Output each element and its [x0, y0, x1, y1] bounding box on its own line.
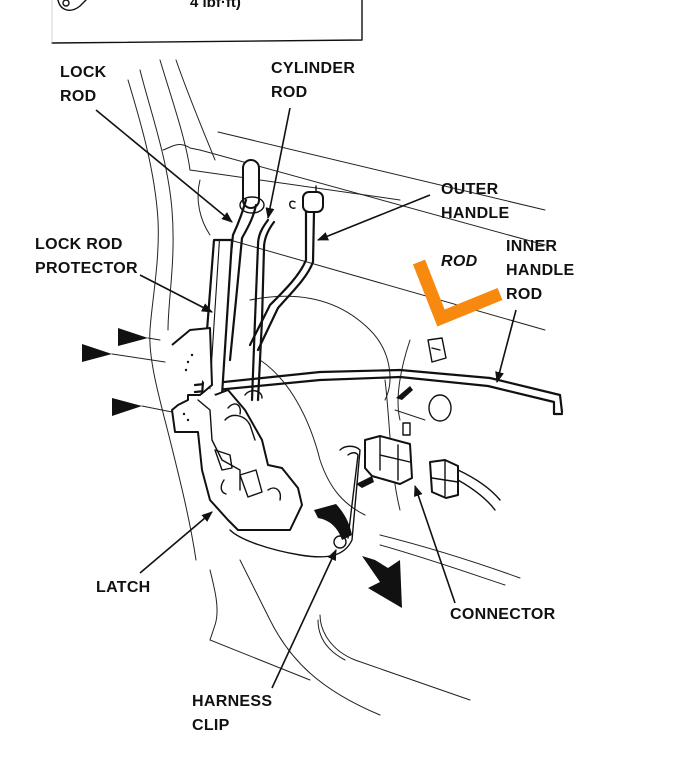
outer-handle-rod [248, 185, 324, 352]
small-arrow-icon [356, 476, 374, 488]
label-latch: LATCH [96, 579, 151, 596]
down-arrow-icon [362, 556, 402, 608]
label-lock-rod-protector: LOCK ROD PROTECTOR [35, 236, 138, 277]
lock-rod [218, 159, 265, 362]
leader-outer-handle-rod [316, 194, 431, 241]
wrench-icon [57, 0, 87, 11]
label-outer-handle-rod-top: OUTER HANDLE [441, 181, 510, 222]
label-inner-handle-rod: INNER HANDLE ROD [506, 238, 575, 303]
spec-box [51, 0, 363, 44]
mating-connector [429, 459, 501, 511]
label-lock-rod: LOCK ROD [60, 64, 107, 105]
leader-lock-rod [95, 109, 233, 223]
screw-pointers [82, 328, 173, 416]
torque-spec-text: 4 lbf·ft) [190, 0, 241, 11]
screw-pointer-icon [118, 328, 148, 346]
leader-connector [414, 484, 456, 604]
leader-lock-rod-protector [139, 274, 213, 313]
curved-arrow-icon [314, 504, 352, 540]
label-outer-handle-rod: OUTER HANDLE ROD [441, 154, 509, 274]
leader-lines [95, 107, 517, 689]
cylinder-rod [250, 218, 276, 402]
leader-cylinder-rod [265, 107, 291, 220]
leader-latch [139, 511, 213, 574]
connector-part [364, 435, 413, 485]
leader-inner-handle-rod [495, 309, 517, 384]
screw-pointer-icon [112, 398, 142, 416]
label-outer-handle-rod-bottom: ROD [441, 253, 478, 270]
highlight-check-mark [412, 259, 503, 327]
screw-pointer-icon [82, 344, 112, 362]
leader-harness-clip [271, 548, 337, 689]
small-arrow-icon [396, 386, 413, 400]
label-cylinder-rod: CYLINDER ROD [271, 60, 356, 101]
removal-direction-arrows [314, 386, 413, 608]
inner-handle-rod [193, 337, 564, 416]
latch-assembly [171, 327, 303, 531]
label-connector: CONNECTOR [450, 606, 556, 623]
label-harness-clip: HARNESS CLIP [192, 693, 273, 734]
